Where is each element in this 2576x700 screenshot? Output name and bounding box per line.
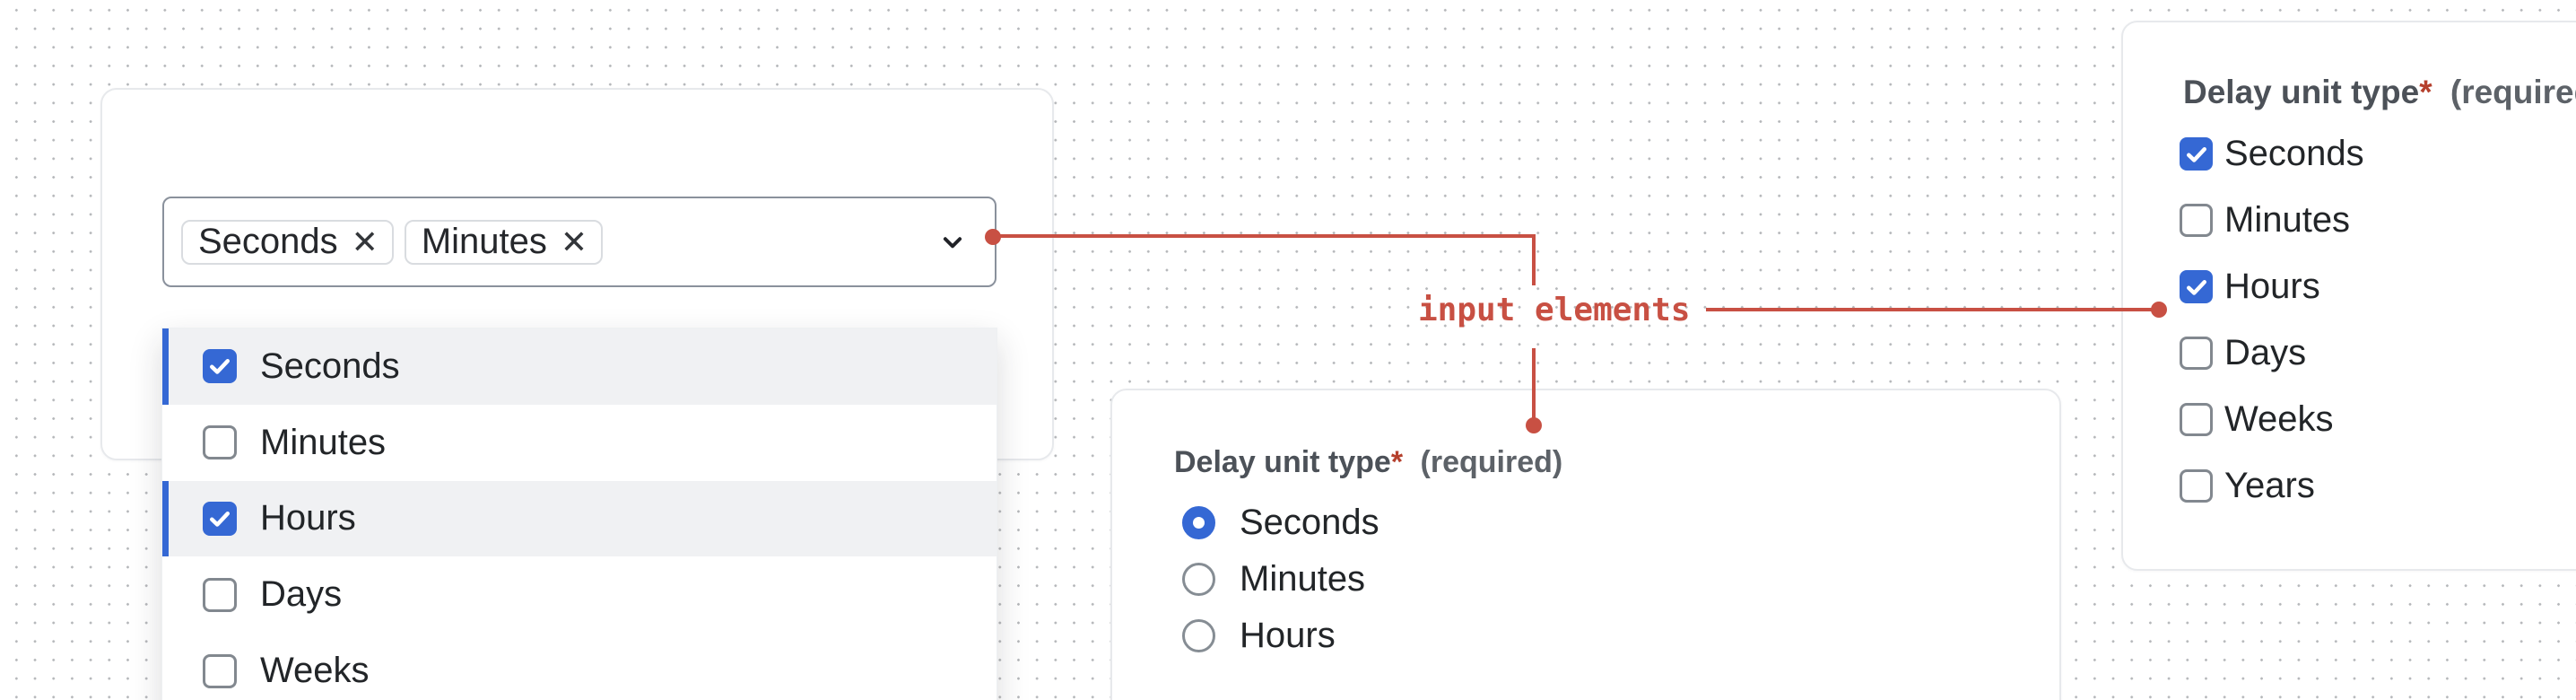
option-label: Years	[2224, 466, 2315, 505]
option-label: Hours	[2224, 267, 2320, 306]
chevron-down-icon[interactable]	[941, 231, 964, 254]
multiselect-card: Delay unit type* (required) Seconds ✕ Mi…	[100, 88, 1054, 700]
chip-minutes[interactable]: Minutes ✕	[404, 219, 604, 265]
radio-button[interactable]	[1182, 506, 1215, 539]
field-label: Delay unit type* (required)	[2183, 73, 2576, 112]
chip-remove-icon[interactable]: ✕	[560, 223, 588, 260]
checkbox[interactable]	[2180, 337, 2213, 370]
option-label: Minutes	[260, 422, 387, 462]
connector-line-radio	[1532, 348, 1536, 425]
checkbox[interactable]	[2180, 137, 2213, 171]
chip-seconds[interactable]: Seconds ✕	[181, 219, 394, 265]
connector-line-checkbox	[1706, 308, 2159, 311]
option-label: Minutes	[2224, 200, 2351, 240]
checkbox[interactable]	[2180, 469, 2213, 503]
field-label-text: Delay unit type	[2183, 74, 2420, 110]
option-label: Minutes	[1240, 559, 1366, 599]
checkbox[interactable]	[203, 577, 237, 612]
checkbox[interactable]	[203, 349, 237, 384]
field-label-text: Delay unit type	[1174, 445, 1391, 479]
checkbox[interactable]	[203, 653, 237, 688]
connector-dot-multiselect	[985, 229, 1001, 245]
annotation-label: input elements	[1418, 292, 1691, 328]
dropdown-option-weeks[interactable]: Weeks	[162, 633, 996, 700]
option-label: Hours	[1240, 616, 1336, 655]
dropdown-option-minutes[interactable]: Minutes	[162, 404, 996, 481]
checkbox-option-years[interactable]: Years	[2180, 466, 2364, 505]
option-label: Weeks	[2224, 399, 2334, 439]
checkbox-option-days[interactable]: Days	[2180, 333, 2364, 372]
multiselect-dropdown: Seconds Minutes Hours Days Weeks	[161, 328, 997, 700]
option-label: Days	[2224, 333, 2307, 372]
option-label: Seconds	[260, 346, 400, 386]
check-icon	[2186, 279, 2206, 295]
connector-dot-checkbox	[2151, 302, 2167, 318]
dropdown-option-days[interactable]: Days	[162, 556, 996, 634]
option-label: Seconds	[2224, 134, 2364, 173]
multiselect-input[interactable]: Seconds ✕ Minutes ✕	[162, 197, 996, 287]
checkbox[interactable]	[203, 425, 237, 460]
checkbox-option-seconds[interactable]: Seconds	[2180, 134, 2364, 173]
checkbox-option-hours[interactable]: Hours	[2180, 267, 2364, 306]
checkbox[interactable]	[2180, 204, 2213, 237]
required-hint: (required)	[1420, 445, 1563, 479]
option-label: Weeks	[260, 651, 370, 691]
required-asterisk: *	[1390, 445, 1404, 479]
checkbox-option-weeks[interactable]: Weeks	[2180, 399, 2364, 439]
field-label: Delay unit type* (required)	[1174, 444, 1562, 480]
option-label: Seconds	[1240, 503, 1379, 542]
radio-option-seconds[interactable]: Seconds	[1182, 503, 1379, 542]
radio-button[interactable]	[1182, 563, 1215, 596]
radio-card: Delay unit type* (required) Seconds Minu…	[1110, 389, 2061, 700]
checkbox[interactable]	[203, 501, 237, 536]
check-icon	[210, 511, 230, 527]
checkbox-option-minutes[interactable]: Minutes	[2180, 200, 2364, 240]
chip-remove-icon[interactable]: ✕	[351, 223, 379, 260]
radio-option-hours[interactable]: Hours	[1182, 616, 1379, 655]
radio-option-minutes[interactable]: Minutes	[1182, 559, 1379, 599]
option-label: Days	[260, 574, 343, 615]
required-asterisk: *	[2419, 74, 2432, 110]
dropdown-option-seconds[interactable]: Seconds	[162, 328, 996, 405]
radio-group: Seconds Minutes Hours	[1182, 503, 1379, 655]
check-icon	[210, 359, 230, 375]
checkbox[interactable]	[2180, 403, 2213, 436]
radio-button[interactable]	[1182, 619, 1215, 652]
connector-line-multiselect-drop	[1532, 234, 1536, 285]
connector-line-multiselect	[993, 234, 1536, 238]
checkbox-group: Seconds Minutes Hours Days Weeks	[2180, 134, 2364, 505]
checkbox-card: Delay unit type* (required) Seconds Minu…	[2121, 21, 2576, 571]
checkbox[interactable]	[2180, 270, 2213, 303]
required-hint: (required)	[2450, 74, 2576, 110]
connector-dot-radio	[1526, 417, 1542, 433]
option-label: Hours	[260, 498, 356, 538]
check-icon	[2186, 146, 2206, 162]
chip-label: Seconds	[198, 222, 338, 261]
dropdown-option-hours[interactable]: Hours	[162, 480, 996, 557]
chip-label: Minutes	[421, 222, 547, 261]
